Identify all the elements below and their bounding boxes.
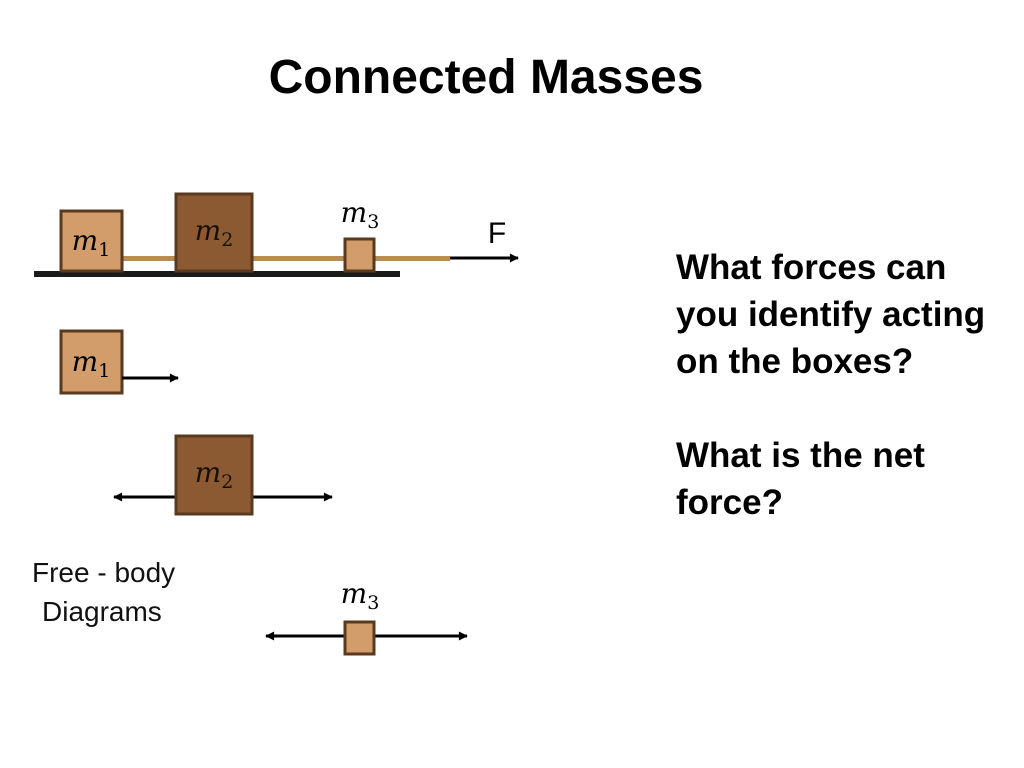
fbd-m2-box [174, 434, 254, 516]
applied-force-label: F [488, 217, 506, 250]
rope-m2-m3 [252, 256, 346, 261]
fbd-m1-box [59, 329, 124, 395]
ground-surface [34, 271, 400, 277]
free-body-m3: m3 [265, 577, 468, 656]
fbd-caption-line1: Free - body [32, 557, 175, 588]
question-block: What forces can you identify acting on t… [676, 244, 1016, 526]
connected-system: F m1 m2 m3 [34, 192, 519, 277]
free-body-m1: m1 [59, 329, 179, 395]
fbd-m3-box [343, 620, 376, 656]
mass-m1-label: m1 [72, 224, 111, 261]
mass-m2-label: m2 [195, 214, 234, 251]
connected-masses-diagram: F m1 m2 m3 m1 m2 Free - body Diagrams [32, 192, 519, 656]
rope-m1-m2 [122, 256, 178, 261]
mass-m3-label: m3 [341, 196, 380, 233]
mass-m3-box [343, 237, 376, 273]
fbd-caption-line2: Diagrams [42, 596, 162, 627]
mass-m1-box [59, 209, 124, 273]
rope-m3-force [374, 256, 450, 261]
mass-m2-box [174, 192, 254, 273]
slide-title: Connected Masses [268, 51, 704, 104]
fbd-m3-label: m3 [341, 577, 380, 614]
free-body-caption: Free - body Diagrams [32, 557, 175, 627]
question-net-force: What is the net force? [676, 436, 925, 522]
free-body-m2: m2 [113, 434, 333, 516]
question-forces: What forces can you identify acting on t… [676, 248, 986, 381]
